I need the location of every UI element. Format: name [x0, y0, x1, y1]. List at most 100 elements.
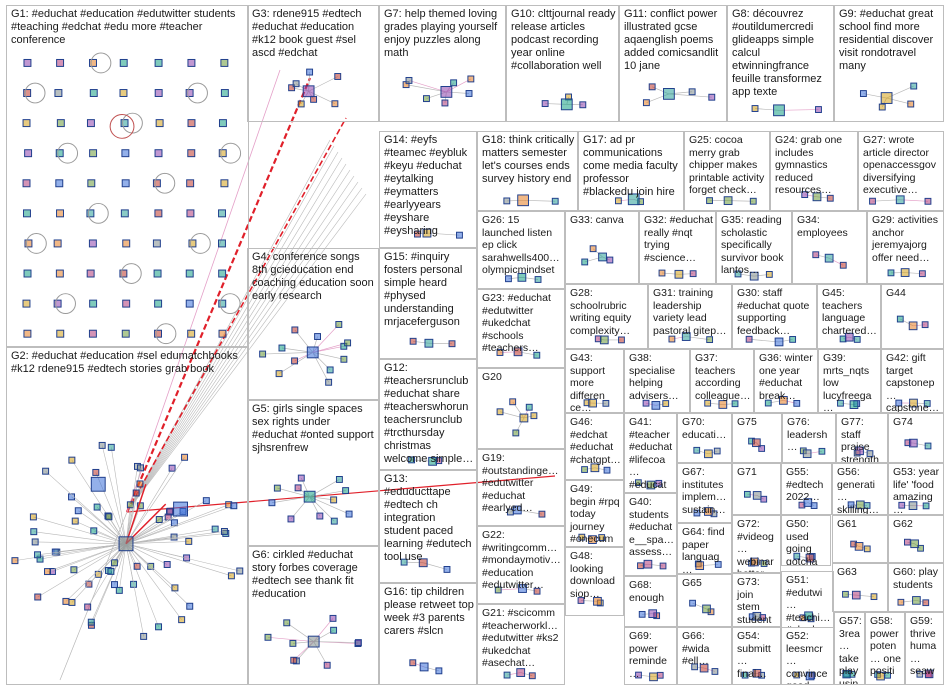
- hub-node: [842, 669, 851, 679]
- hub-node: [418, 558, 428, 568]
- group-panel-g36: G36: winter one year #educhat break…: [754, 349, 818, 413]
- self-loop-edge: [57, 142, 79, 164]
- group-graph-g13: [400, 558, 451, 573]
- member-node: [713, 447, 721, 455]
- member-node: [325, 378, 333, 386]
- group-graph-g57: [842, 669, 856, 679]
- edge: [125, 511, 184, 545]
- edge: [125, 543, 190, 607]
- group-graph-g32: [658, 269, 697, 279]
- group-graph-g69: [635, 671, 664, 682]
- edge: [125, 543, 232, 577]
- edge: [125, 500, 207, 545]
- member-node: [297, 100, 305, 108]
- member-node: [618, 336, 625, 344]
- hub-node: [824, 253, 834, 263]
- group-graph-g22: [494, 584, 541, 595]
- hub-node: [699, 663, 709, 673]
- hub-node: [648, 609, 658, 618]
- group-label: G62: [893, 518, 913, 530]
- member-node: [743, 490, 751, 498]
- hub-node: [752, 668, 762, 678]
- hub-node: [900, 268, 910, 277]
- member-node: [409, 337, 417, 345]
- hub-node: [880, 92, 893, 104]
- group-graph-g25: [706, 196, 757, 206]
- edge: [75, 520, 127, 545]
- edge: [35, 541, 127, 545]
- group-label: G67: institutes implem… sustain…: [682, 466, 727, 516]
- member-node: [693, 446, 701, 454]
- edge: [668, 93, 712, 98]
- member-node: [31, 538, 39, 546]
- member-node: [268, 499, 276, 507]
- group-label: G10: clttjournal ready release articles …: [511, 8, 616, 72]
- member-node: [494, 586, 502, 594]
- hub-node: [704, 449, 713, 459]
- member-node: [635, 671, 642, 679]
- member-node: [334, 73, 342, 80]
- isolate-node: [119, 269, 128, 278]
- group-graph-g24: [801, 191, 834, 202]
- member-node: [227, 572, 235, 580]
- member-node: [155, 516, 163, 523]
- hub-node: [118, 536, 134, 552]
- hub-node: [424, 338, 434, 348]
- member-node: [111, 581, 118, 589]
- member-node: [887, 269, 895, 277]
- member-node: [538, 510, 546, 518]
- member-node: [330, 626, 338, 634]
- group-panel-g21: G21: #scicomm #teacherworkl… #edutwitter…: [477, 604, 565, 685]
- group-label: G76: leadersh…: [787, 416, 828, 453]
- group-graph-g33: [581, 245, 614, 266]
- member-node: [922, 502, 930, 510]
- isolate-node: [186, 179, 195, 188]
- self-loop-edge: [189, 233, 211, 254]
- edge: [125, 505, 234, 545]
- member-node: [330, 517, 338, 525]
- isolate-node: [220, 89, 229, 97]
- group-label: G20: [482, 371, 502, 383]
- edge: [408, 80, 447, 93]
- edge: [125, 457, 185, 544]
- group-graph-g34: [812, 251, 847, 269]
- group-label: G61: [837, 518, 857, 530]
- member-node: [316, 512, 324, 520]
- group-label: G33: canva: [570, 214, 624, 226]
- isolate-node: [120, 119, 129, 128]
- hub-node: [924, 669, 934, 679]
- member-node: [84, 603, 92, 611]
- group-label: G49: begin #rpq today journey #onecum…: [570, 483, 620, 546]
- hub-node: [627, 193, 640, 206]
- group-graph-g55: [798, 498, 818, 509]
- group-label: G58: power poten… one positi…: [870, 615, 901, 685]
- isolate-node: [86, 209, 95, 218]
- group-label: G54: submitt… final…: [737, 630, 771, 680]
- hub-node: [695, 561, 705, 570]
- isolate-node: [121, 179, 130, 188]
- member-node: [435, 667, 443, 675]
- hub-node: [90, 476, 106, 492]
- group-panel-g51: G51: #edutwi… #teachi… #ukedu…: [781, 571, 834, 628]
- group-panel-g44: G44: [881, 284, 944, 349]
- isolate-node: [218, 329, 227, 338]
- group-graph-g49: [578, 533, 606, 544]
- group-label: G42: gift target capstonep… capstone…: [886, 352, 940, 413]
- group-label: G13: #eduducttape #edtech ch integration…: [384, 473, 472, 563]
- member-node: [659, 562, 667, 570]
- group-graph-g66: [691, 663, 719, 675]
- hub-node: [750, 557, 759, 567]
- member-node: [688, 88, 696, 96]
- member-node: [749, 197, 757, 205]
- group-graph-g56: [847, 500, 871, 510]
- isolate-node: [186, 209, 195, 218]
- hub-node: [513, 347, 523, 357]
- group-label: G52: leesmcr… convince good…: [786, 630, 828, 684]
- member-node: [648, 83, 656, 91]
- hub-node: [718, 400, 728, 409]
- member-node: [181, 453, 189, 461]
- member-node: [711, 668, 719, 675]
- isolate-node: [89, 149, 98, 158]
- member-node: [409, 659, 417, 667]
- member-node: [603, 466, 611, 474]
